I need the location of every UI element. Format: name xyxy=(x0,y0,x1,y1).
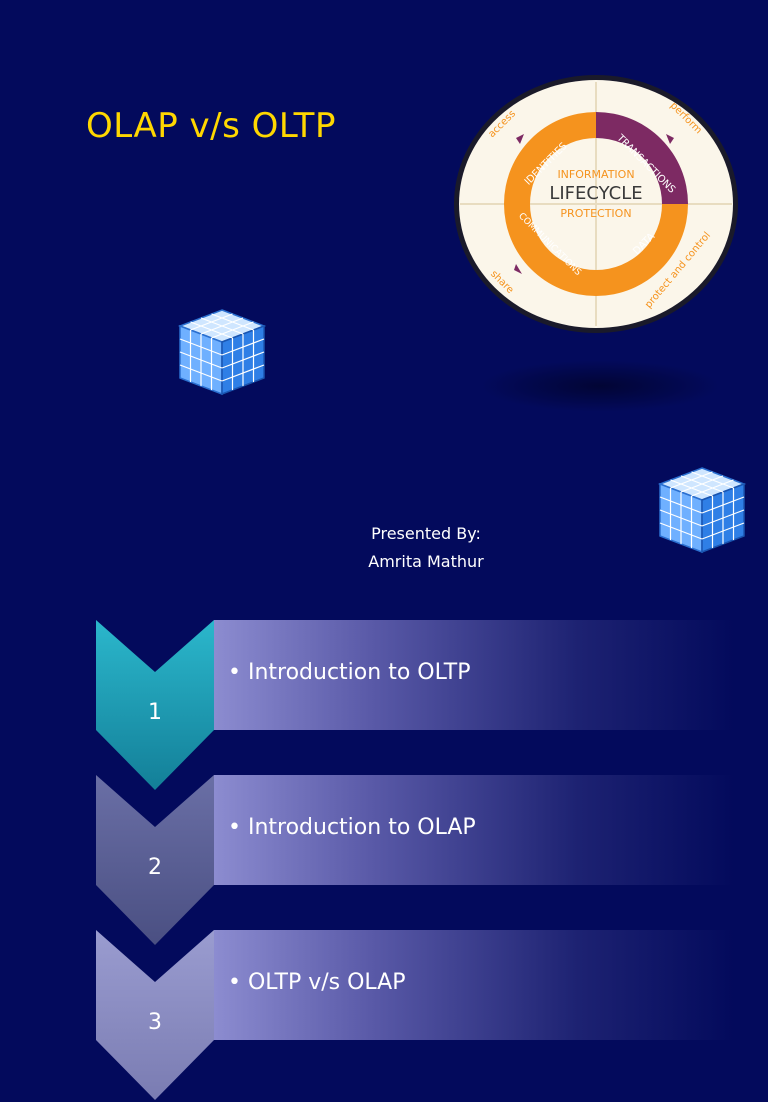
presenter-block: Presented By: Amrita Mathur xyxy=(326,520,526,576)
cube-icon xyxy=(657,467,747,554)
cube-icon xyxy=(177,309,267,396)
shadow-decoration xyxy=(480,360,720,412)
chevron-down-icon xyxy=(96,775,214,945)
lifecycle-center-main: LIFECYCLE xyxy=(549,183,642,204)
agenda-item-label: • Introduction to OLTP xyxy=(228,660,471,685)
presenter-name: Amrita Mathur xyxy=(368,552,484,571)
agenda-bar: • OLTP v/s OLAP xyxy=(214,930,734,1040)
slide-title: OLAP v/s OLTP xyxy=(86,106,336,146)
lifecycle-diagram: IDENTITIES TRANSACTIONS COMMUNICATIONS D… xyxy=(454,75,738,333)
agenda-step-3: • OLTP v/s OLAP 3 xyxy=(96,930,736,1102)
agenda-item-label: • OLTP v/s OLAP xyxy=(228,970,406,995)
agenda-item-label: • Introduction to OLAP xyxy=(228,815,476,840)
agenda-step-2: • Introduction to OLAP 2 xyxy=(96,775,736,947)
arrow-icon xyxy=(666,134,674,144)
arrow-icon xyxy=(514,264,522,274)
agenda-bar: • Introduction to OLAP xyxy=(214,775,734,885)
arrow-icon xyxy=(516,134,524,144)
agenda-bar: • Introduction to OLTP xyxy=(214,620,734,730)
step-number: 1 xyxy=(148,700,162,725)
lifecycle-center-bottom: PROTECTION xyxy=(560,207,631,220)
step-number: 2 xyxy=(148,855,162,880)
lifecycle-center-top: INFORMATION xyxy=(557,168,634,181)
agenda-step-1: • Introduction to OLTP 1 xyxy=(96,620,736,792)
chevron-down-icon xyxy=(96,620,214,790)
step-number: 3 xyxy=(148,1010,162,1035)
presenter-label: Presented By: xyxy=(371,524,481,543)
